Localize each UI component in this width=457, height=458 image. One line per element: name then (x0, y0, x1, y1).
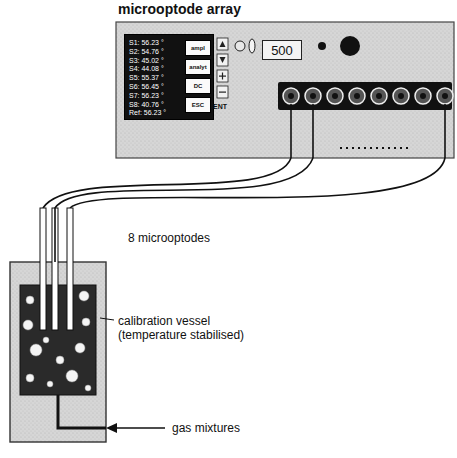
reading-line: S4: 44.08 ° (129, 65, 164, 73)
soft-key: ESC (185, 97, 211, 113)
probe-tips (40, 208, 73, 330)
optical-fibre (55, 158, 313, 262)
reading-line: S1: 56.23 ° (129, 39, 164, 47)
gas-arrow (114, 427, 165, 429)
node-label: calibration vessel (temperature stabilis… (118, 314, 258, 343)
node-label: DC (194, 83, 203, 89)
reading-line: S3: 45.02 ° (129, 57, 164, 65)
instrument-body (116, 22, 454, 158)
key-label: ENT (213, 103, 227, 110)
inlet-label: gas mixtures (172, 421, 240, 435)
arrow-keys (217, 38, 228, 98)
reading-line: S6: 56.45 ° (129, 83, 164, 91)
fibre-connectors (283, 88, 453, 104)
gas-arrowhead (106, 423, 117, 433)
node-label: analyt (189, 64, 206, 70)
soft-key: DC (185, 78, 211, 94)
calibration-vessel: calibration vessel (temperature stabilis… (10, 262, 106, 442)
soft-key: analyt (185, 59, 211, 75)
gas-tube (58, 395, 106, 428)
reading-line: Ref: 56.23 ° (129, 109, 166, 117)
reading-line: S7: 56.23 ° (129, 92, 164, 100)
more-fibres-dots (340, 147, 410, 149)
reading-line: S5: 55.37 ° (129, 74, 164, 82)
connector-cores (288, 93, 448, 99)
instrument-box: microoptode arrayS1: 56.23 °S2: 54.76 °S… (116, 22, 454, 158)
lamp (318, 42, 326, 50)
power-knob (340, 36, 360, 56)
node-label: ampl (191, 45, 205, 51)
fibre-leads (291, 104, 445, 158)
fibre-label: 8 microoptodes (128, 231, 210, 245)
reading-line: S2: 54.76 ° (129, 48, 164, 56)
counter-display: 500 (262, 40, 302, 60)
fibres (43, 158, 445, 208)
key-symbols (219, 41, 226, 93)
display-screen: S1: 56.23 °S2: 54.76 °S3: 45.02 °S4: 44.… (124, 34, 214, 120)
switch (249, 39, 255, 53)
reading-line: S8: 40.76 ° (129, 101, 164, 109)
node-label: 500 (271, 43, 293, 58)
device-title: microoptode array (118, 1, 241, 17)
connector-panel (278, 82, 452, 110)
knob (235, 41, 245, 51)
node-label: ESC (192, 102, 204, 108)
leader-line (100, 318, 114, 320)
soft-key: ampl (185, 40, 211, 56)
